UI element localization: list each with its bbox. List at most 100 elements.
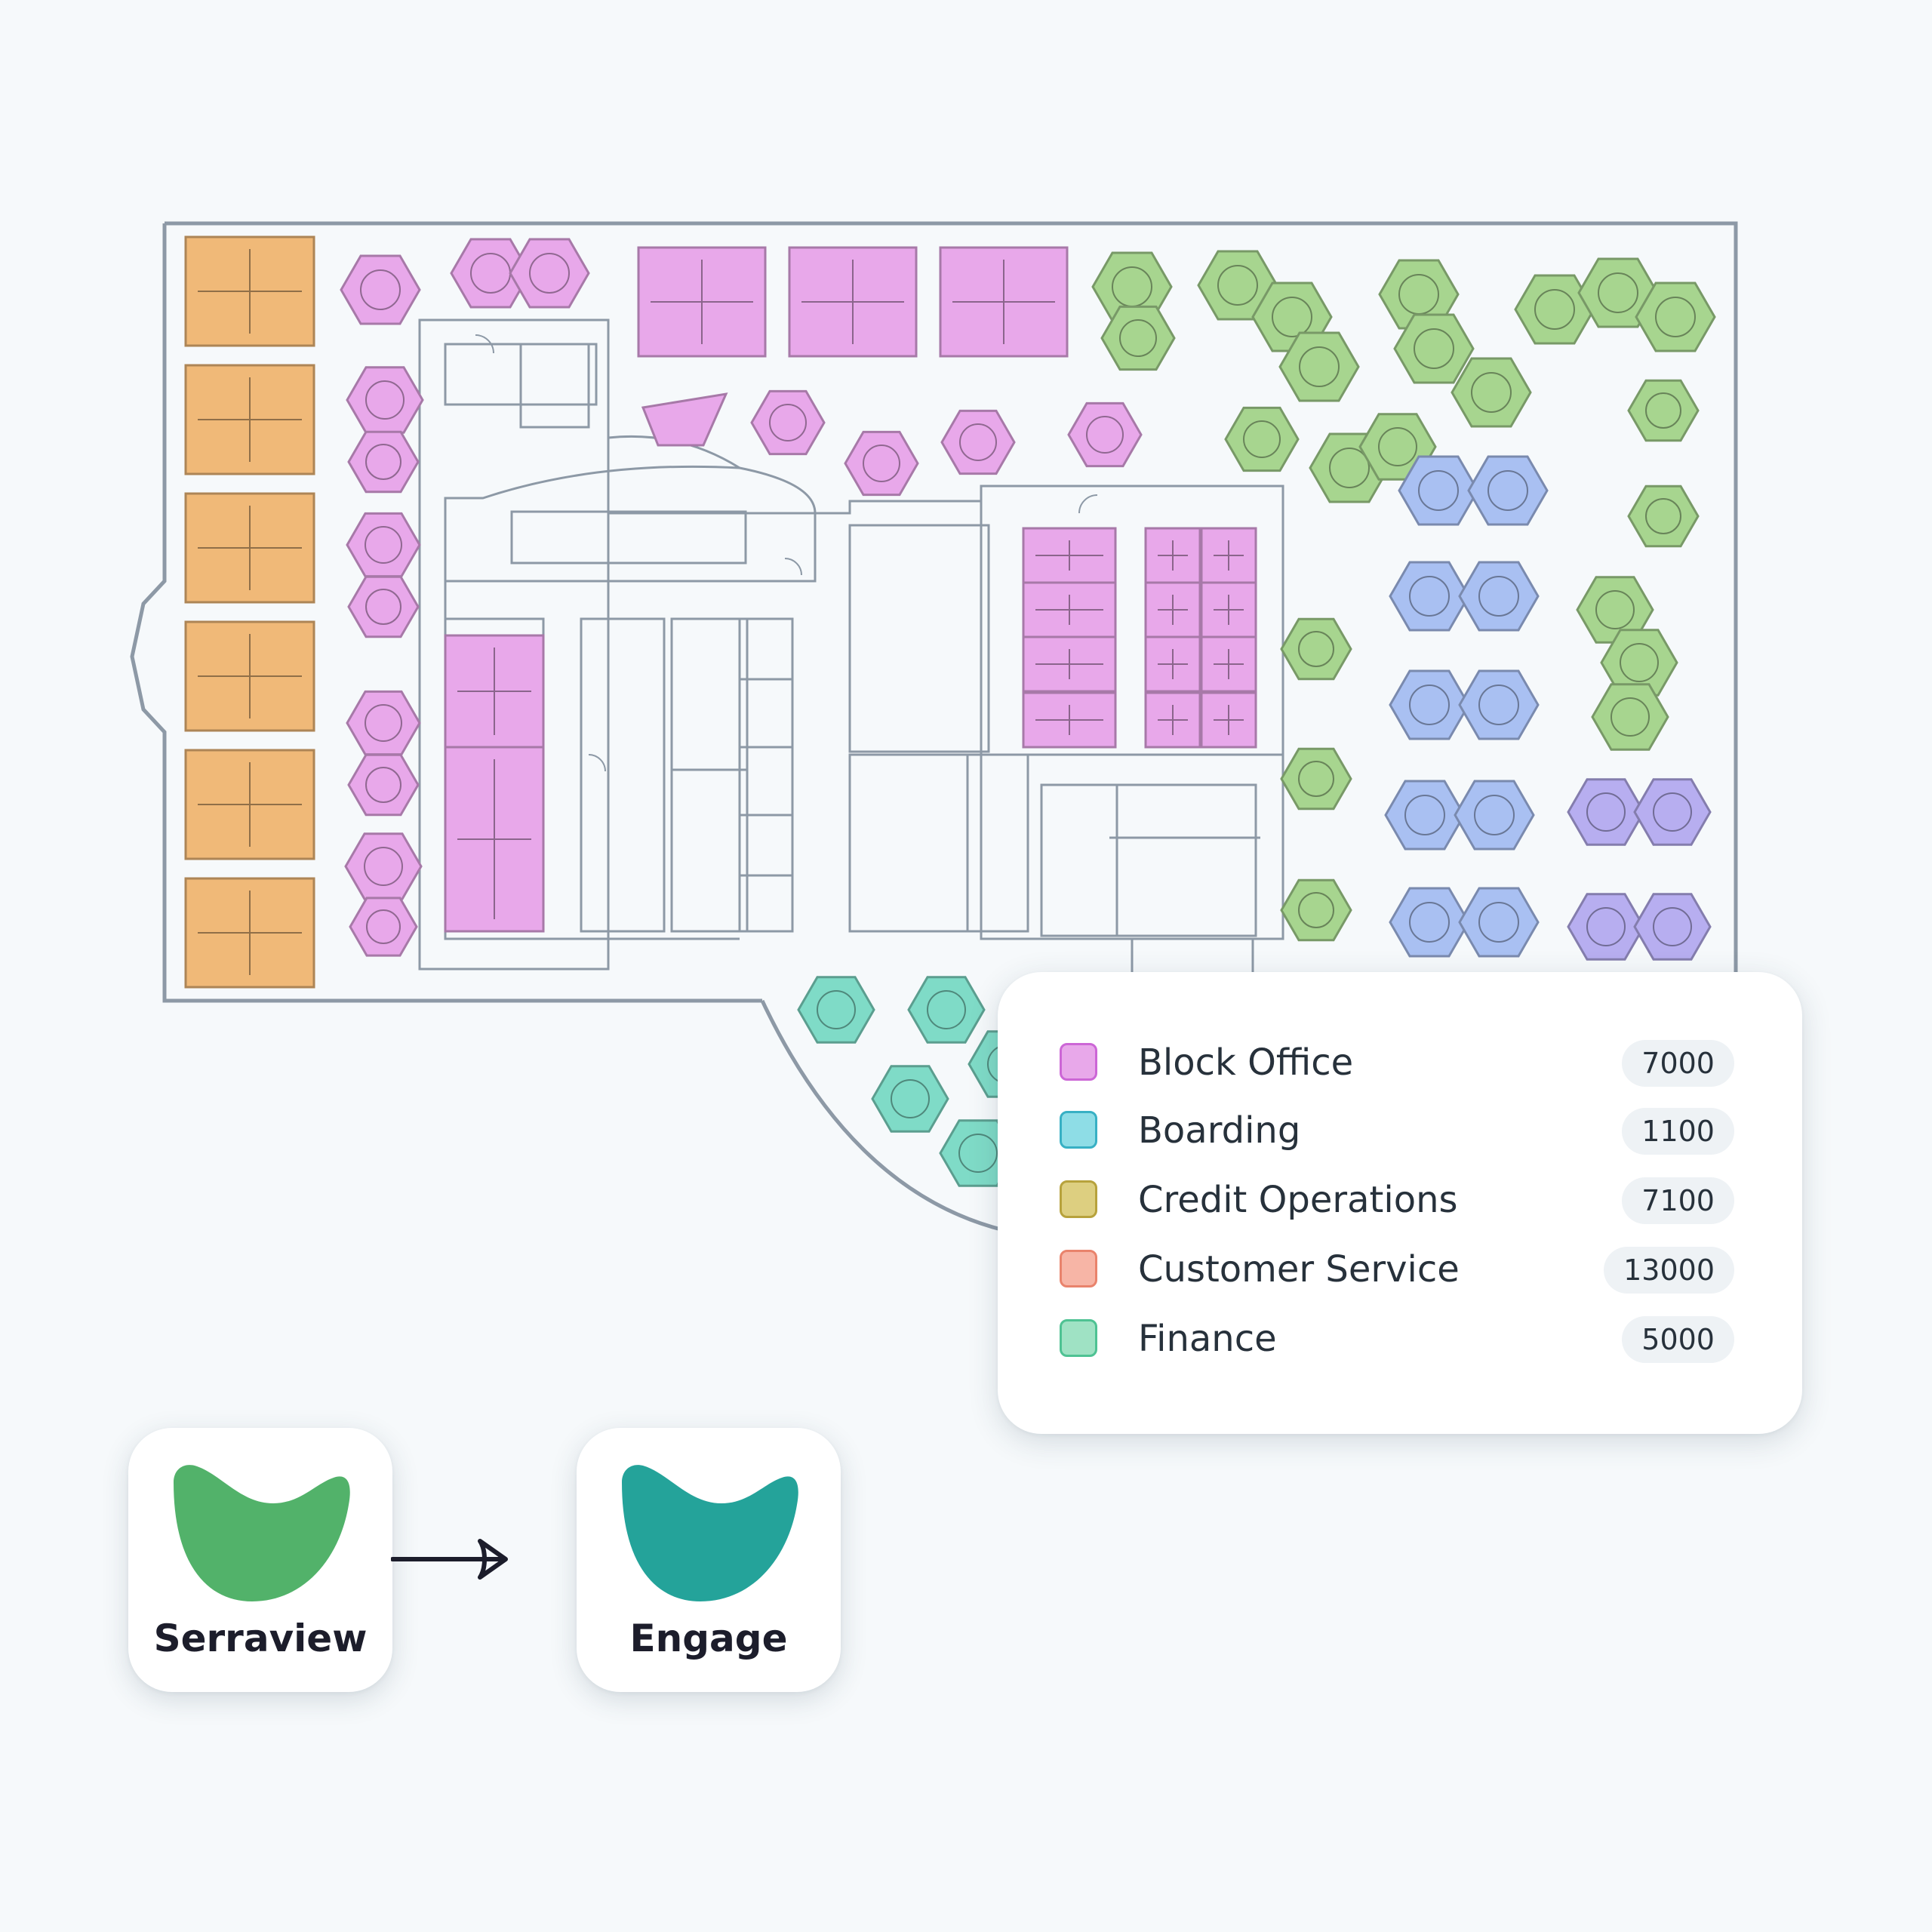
green-pod-desk-ring xyxy=(1414,328,1454,369)
legend-label: Credit Operations xyxy=(1138,1179,1458,1221)
green-pod-desk-ring xyxy=(1298,761,1334,797)
blue-pod-desk-ring xyxy=(1404,795,1445,835)
blue-pod-desk-ring xyxy=(1409,576,1450,617)
pink-pod xyxy=(940,409,1016,475)
pink-pod xyxy=(1067,401,1143,468)
pink-pod xyxy=(346,690,421,756)
blue-pod xyxy=(1467,455,1549,526)
legend-swatch xyxy=(1060,1319,1097,1357)
green-pod xyxy=(1280,617,1352,681)
green-pod-desk-ring xyxy=(1298,892,1334,928)
app-name: Engage xyxy=(629,1617,788,1660)
app-tile-engage[interactable]: Engage xyxy=(577,1428,841,1692)
legend-item-credit-operations[interactable]: Credit Operations 7100 xyxy=(1060,1177,1734,1224)
pink-pod-desk-ring xyxy=(365,380,405,420)
green-pod xyxy=(1280,747,1352,811)
legend-swatch xyxy=(1060,1180,1097,1218)
legend-value-badge: 13000 xyxy=(1604,1247,1734,1294)
teal-pod xyxy=(939,1119,1017,1187)
pink-pod-desk-ring xyxy=(529,253,570,294)
teal-pod-desk-ring xyxy=(927,990,966,1029)
green-pod-desk-ring xyxy=(1298,631,1334,667)
legend-value-badge: 7100 xyxy=(1622,1177,1734,1224)
legend-item-finance[interactable]: Finance 5000 xyxy=(1060,1316,1734,1363)
green-pod xyxy=(1635,281,1716,352)
blue-pod-desk-ring xyxy=(1478,902,1519,943)
pink-pod xyxy=(346,512,421,578)
purple-pod-desk-ring xyxy=(1653,907,1692,946)
green-pod-desk-ring xyxy=(1598,272,1638,313)
green-pod xyxy=(1393,313,1475,384)
arrow-right-icon xyxy=(391,1539,508,1580)
teal-pod-desk-ring xyxy=(817,990,856,1029)
legend-value-badge: 5000 xyxy=(1622,1316,1734,1363)
blue-pod-desk-ring xyxy=(1478,685,1519,725)
green-pod xyxy=(1591,683,1669,751)
green-pod-desk-ring xyxy=(1534,289,1575,330)
green-pod-desk-ring xyxy=(1471,372,1512,413)
pink-pod xyxy=(509,238,590,309)
green-pod-desk-ring xyxy=(1119,319,1157,357)
legend-label: Finance xyxy=(1138,1318,1277,1360)
pink-pod xyxy=(346,366,424,434)
pink-pod xyxy=(750,389,826,456)
pink-pod-desk-ring xyxy=(1086,416,1124,454)
legend-item-block-office[interactable]: Block Office 7000 xyxy=(1060,1040,1734,1087)
blue-pod xyxy=(1454,780,1535,851)
green-pod-desk-ring xyxy=(1620,643,1659,682)
green-pod-desk-ring xyxy=(1243,420,1281,458)
teal-pod-desk-ring xyxy=(958,1134,998,1173)
pink-pod-desk-ring xyxy=(959,423,997,461)
blue-pod xyxy=(1389,887,1470,958)
blue-pod-desk-ring xyxy=(1474,795,1515,835)
pink-pod-desk-ring xyxy=(863,445,900,482)
purple-pod xyxy=(1633,893,1712,961)
pink-pod xyxy=(450,238,531,309)
pink-pod-desk-ring xyxy=(769,404,807,441)
green-pod-desk-ring xyxy=(1645,392,1681,429)
pink-pod-desk-ring xyxy=(360,269,401,310)
pink-pod-desk-ring xyxy=(365,526,402,564)
green-pod xyxy=(1514,274,1595,345)
pink-pod-desk-ring xyxy=(365,704,402,742)
blue-pod xyxy=(1398,455,1479,526)
blue-pod xyxy=(1389,669,1470,740)
green-pod xyxy=(1451,357,1532,428)
pink-pod xyxy=(340,254,421,325)
blue-pod-desk-ring xyxy=(1487,470,1528,511)
pink-pod-desk-ring xyxy=(366,909,401,944)
app-tile-serraview[interactable]: Serraview xyxy=(128,1428,392,1692)
green-pod-desk-ring xyxy=(1595,590,1635,629)
purple-pod-desk-ring xyxy=(1653,792,1692,832)
department-legend: Block Office 7000 Boarding 1100 Credit O… xyxy=(998,972,1802,1434)
pink-pod-desk-ring xyxy=(365,589,401,625)
legend-item-customer-service[interactable]: Customer Service 13000 xyxy=(1060,1247,1734,1294)
legend-label: Customer Service xyxy=(1138,1248,1460,1291)
green-pod-desk-ring xyxy=(1272,297,1312,337)
teal-pod-desk-ring xyxy=(891,1079,930,1118)
teal-pod xyxy=(871,1065,949,1133)
blue-pod xyxy=(1458,561,1540,632)
blue-pod xyxy=(1458,669,1540,740)
blue-pod-desk-ring xyxy=(1418,470,1459,511)
legend-swatch xyxy=(1060,1043,1097,1081)
blue-pod-desk-ring xyxy=(1478,576,1519,617)
pink-pod xyxy=(347,575,420,638)
engage-logo-icon xyxy=(622,1465,798,1601)
legend-item-boarding[interactable]: Boarding 1100 xyxy=(1060,1108,1734,1155)
green-pod xyxy=(1627,379,1700,442)
pink-pod xyxy=(347,430,420,494)
serraview-logo-icon xyxy=(174,1465,350,1601)
green-pod xyxy=(1600,629,1678,697)
legend-label: Block Office xyxy=(1138,1041,1354,1084)
green-pod xyxy=(1627,485,1700,548)
legend-value-badge: 7000 xyxy=(1622,1040,1734,1087)
green-pod-desk-ring xyxy=(1378,427,1417,466)
pink-pod-desk-ring xyxy=(365,444,401,480)
green-pod-desk-ring xyxy=(1645,498,1681,534)
green-pod-desk-ring xyxy=(1329,448,1370,488)
pink-pod-desk-ring xyxy=(365,767,401,803)
blue-pod-desk-ring xyxy=(1409,685,1450,725)
purple-pod-desk-ring xyxy=(1586,792,1626,832)
